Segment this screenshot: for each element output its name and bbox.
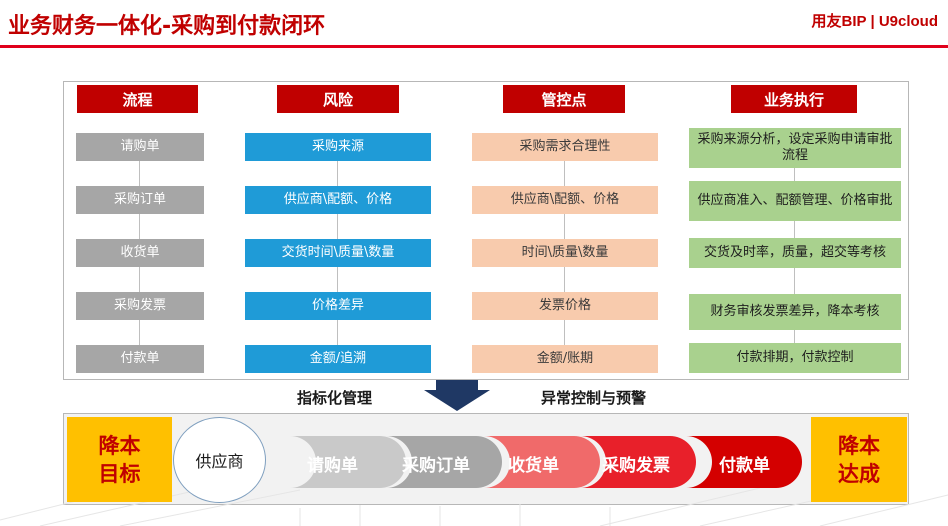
flow-step-label: 收货单: [508, 456, 559, 476]
goal-target-line1: 降本: [98, 433, 141, 458]
risk-item: 采购来源: [245, 133, 431, 161]
control-matrix-panel: [63, 81, 909, 380]
control-item: 采购需求合理性: [472, 133, 658, 161]
flow-step-label: 采购发票: [602, 456, 670, 476]
down-arrow-icon: [424, 380, 490, 411]
chevron-step-purchase-order: [386, 436, 502, 488]
header-execution: 业务执行: [731, 85, 857, 113]
chevron-step-receipt: [484, 436, 600, 488]
flow-step-label: 请购单: [307, 456, 358, 476]
flow-step-label: 付款单: [719, 456, 770, 476]
execution-item: 交货及时率，质量，超交等考核: [689, 238, 901, 268]
risk-item: 价格差异: [245, 292, 431, 320]
control-item: 供应商\配额、价格: [472, 186, 658, 214]
process-item: 付款单: [76, 345, 204, 373]
chevron-step-payment: [686, 436, 802, 488]
header-risk: 风险: [277, 85, 399, 113]
execution-item: 付款排期，付款控制: [689, 343, 901, 373]
process-item: 收货单: [76, 239, 204, 267]
risk-item: 金额/追溯: [245, 345, 431, 373]
goal-achieved-line1: 降本: [838, 433, 880, 458]
process-item: 采购发票: [76, 292, 204, 320]
title-divider: [0, 45, 948, 48]
header-control-point: 管控点: [503, 85, 625, 113]
process-item: 采购订单: [76, 186, 204, 214]
flow-step-label: 采购订单: [402, 456, 470, 476]
risk-item: 供应商\配额、价格: [245, 186, 431, 214]
goal-achieved-box: 降本 达成: [811, 417, 907, 502]
control-item: 时间\质量\数量: [472, 239, 658, 267]
indicator-management-label: 指标化管理: [297, 389, 373, 407]
execution-item: 采购来源分析，设定采购申请审批流程: [689, 128, 901, 168]
execution-item: 财务审核发票差异，降本考核: [689, 294, 901, 330]
process-chevron-flow: [290, 436, 802, 488]
control-item: 金额/账期: [472, 345, 658, 373]
risk-item: 交货时间\质量\数量: [245, 239, 431, 267]
goal-target-box: 降本 目标: [67, 417, 172, 502]
goal-target-line2: 目标: [98, 461, 141, 486]
supplier-circle: 供应商: [173, 417, 266, 503]
page-title: 业务财务一体化-采购到付款闭环: [8, 14, 326, 39]
exception-warning-label: 异常控制与预警: [541, 389, 647, 407]
chevron-step-invoice: [580, 436, 696, 488]
header-process: 流程: [77, 85, 198, 113]
process-item: 请购单: [76, 133, 204, 161]
goal-achieved-line2: 达成: [838, 461, 880, 486]
control-item: 发票价格: [472, 292, 658, 320]
execution-item: 供应商准入、配额管理、价格审批: [689, 181, 901, 221]
brand-logo: 用友BIP | U9cloud: [811, 13, 938, 30]
chevron-step-requisition: [290, 436, 406, 488]
